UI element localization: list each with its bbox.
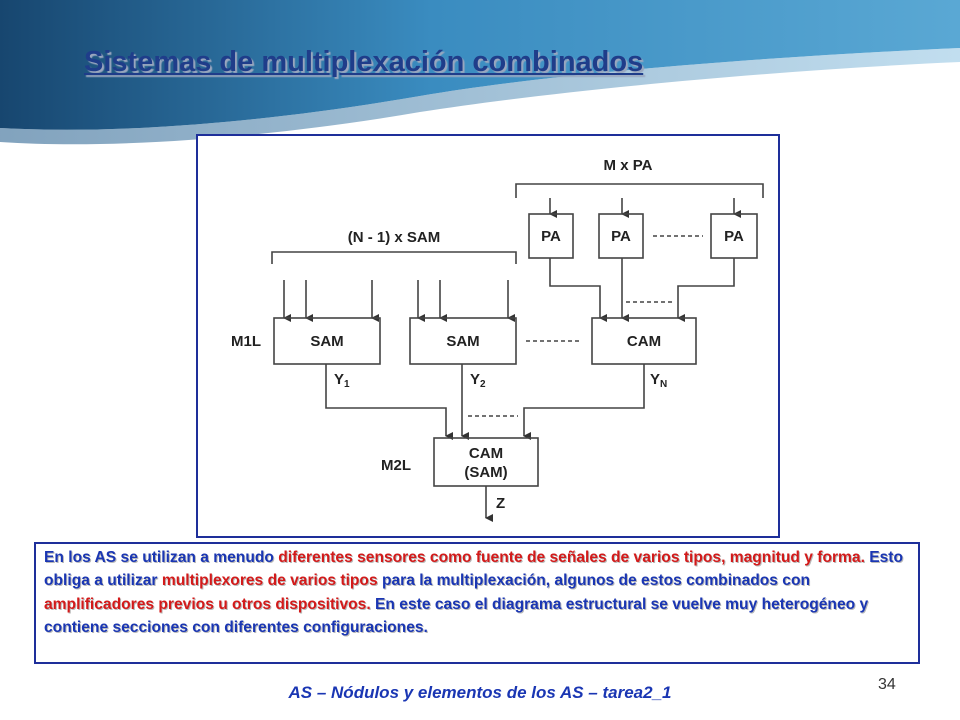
desc-segment-6: amplificadores previos u otros dispositi…	[44, 595, 371, 613]
pa-block-2	[598, 213, 644, 259]
sam-block-1-label: SAM	[310, 333, 343, 350]
pa3-to-cam-arrow	[677, 258, 735, 322]
pa-block-2-label: PA	[611, 228, 631, 245]
cam-block-label: CAM	[627, 333, 661, 350]
desc-segment-7: En este caso el diagrama estructural se …	[44, 595, 869, 637]
diagram-canvas: M x PA (N - 1) x SAM PA PA PA SAM SAM CA…	[231, 157, 764, 522]
block-diagram: M x PA (N - 1) x SAM PA PA PA SAM SAM CA…	[196, 134, 780, 538]
sam-group-label: (N - 1) x SAM	[348, 229, 441, 246]
pa-block-1-label: PA	[541, 228, 561, 245]
output-cam-label: CAM	[469, 445, 503, 462]
yn-label: YN	[650, 371, 667, 390]
sam-block-2-label: SAM	[446, 333, 479, 350]
level1-label: M1L	[231, 333, 261, 350]
slide-title: Sistemas de multiplexación combinados	[84, 46, 644, 78]
y1-output-arrow	[325, 364, 453, 440]
z-label: Z	[496, 495, 505, 512]
pa-group-label: M x PA	[604, 157, 653, 174]
level2-label: M2L	[381, 457, 411, 474]
header-swoosh	[0, 0, 960, 145]
yn-output-arrow	[523, 364, 645, 440]
desc-segment-3: Esto obliga a utilizar	[44, 549, 904, 590]
sam-group-bracket	[271, 251, 517, 264]
pa1-to-cam-arrow	[549, 258, 607, 322]
desc-segment-4: multiplexores de varios tipos	[161, 572, 378, 590]
output-sam-label: (SAM)	[464, 464, 507, 481]
page-number: 34	[878, 676, 896, 693]
desc-segment-5: para la multiplexación, algunos de estos…	[377, 572, 811, 590]
description-text: En los AS se utilizan a menudo diferente…	[44, 546, 910, 640]
y1-label: Y1	[334, 371, 350, 390]
pa-block-3-label: PA	[724, 228, 744, 245]
pa-block-1	[528, 213, 574, 259]
sam-block-1	[273, 317, 381, 365]
slide-footer: AS – Nódulos y elementos de los AS – tar…	[288, 683, 672, 702]
y2-label: Y2	[470, 371, 486, 390]
sam-block-2	[409, 317, 517, 365]
desc-segment-1: En los AS se utilizan a menudo	[44, 549, 279, 566]
pa-group-bracket	[515, 183, 764, 198]
desc-segment-2: diferentes sensores como fuente de señal…	[278, 549, 865, 566]
description-box: En los AS se utilizan a menudo diferente…	[34, 542, 920, 664]
